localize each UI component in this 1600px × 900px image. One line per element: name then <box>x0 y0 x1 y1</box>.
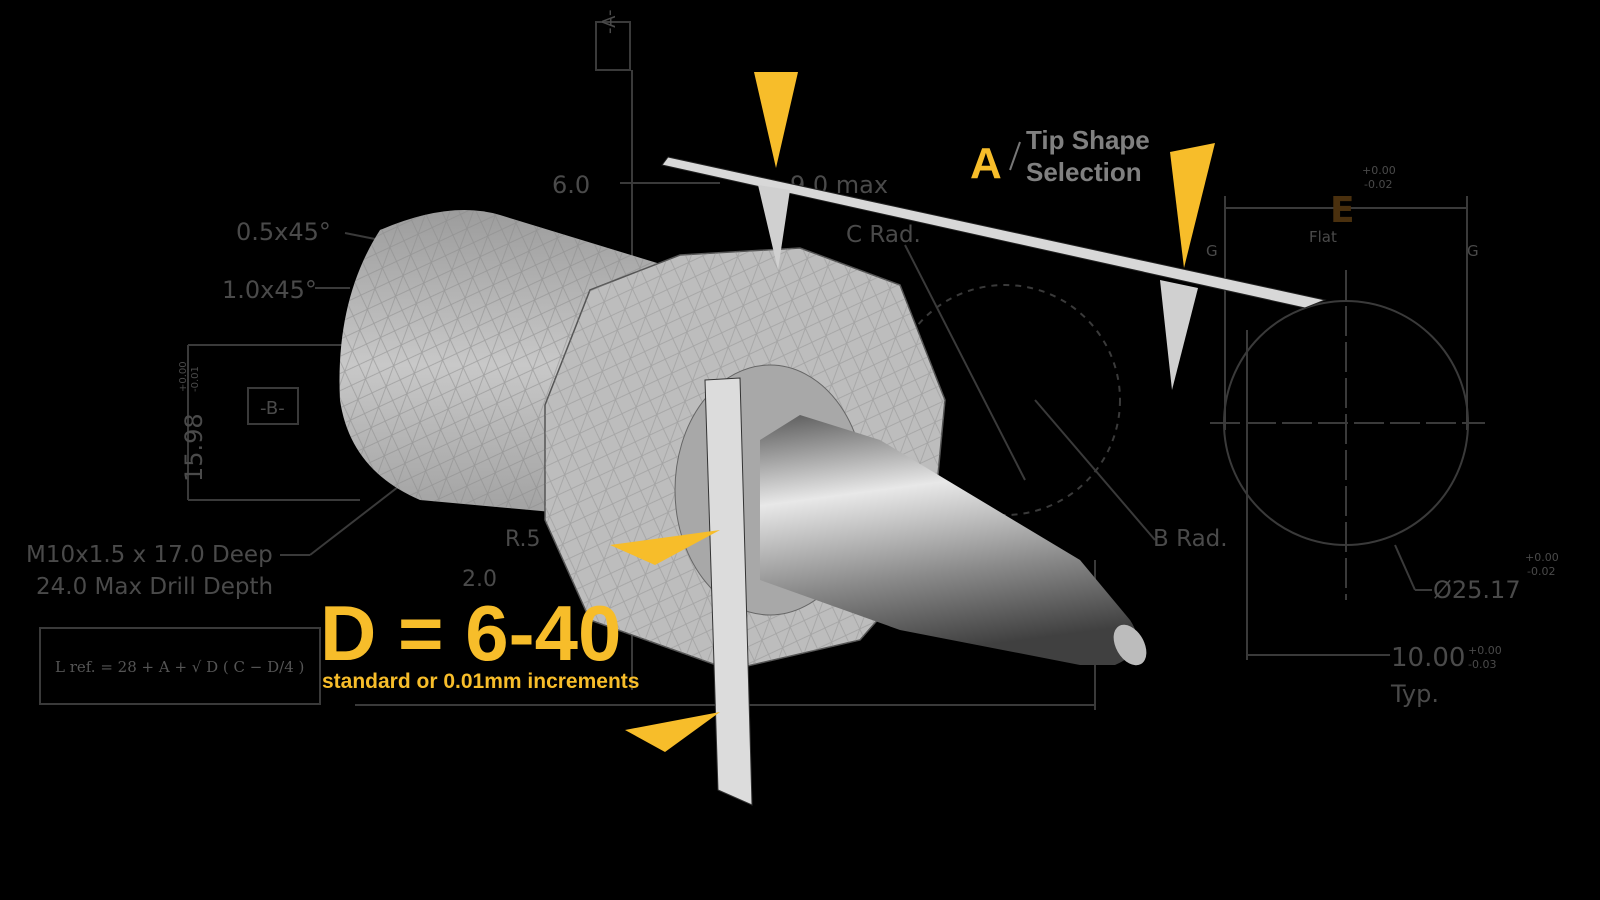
diameter-tol-upper: +0.00 <box>1525 551 1559 564</box>
tip-cone <box>760 415 1138 665</box>
radius-note: R.5 <box>505 527 541 552</box>
callout-a-text-2: Selection <box>1026 157 1142 187</box>
diameter-tol-lower: -0.02 <box>1527 565 1555 578</box>
dim-10-tol-upper: +0.00 <box>1468 644 1502 657</box>
tip-shape-strip <box>661 156 1327 806</box>
typ-label: Typ. <box>1390 680 1439 708</box>
b-rad-label: B Rad. <box>1153 526 1228 552</box>
pointer-top-2 <box>1170 143 1215 268</box>
diameter-label: Ø25.17 <box>1433 576 1521 604</box>
e-tol-upper: +0.00 <box>1362 164 1396 177</box>
callout-a-text-1: Tip Shape <box>1026 125 1150 155</box>
thread-note-line2: 24.0 Max Drill Depth <box>36 574 273 600</box>
thread-note-line1: M10x1.5 x 17.0 Deep <box>26 542 273 568</box>
dim-2-label: 2.0 <box>462 567 497 592</box>
e-label: E <box>1330 190 1355 231</box>
dim-15-98-tol-lower: -0.01 <box>190 366 201 392</box>
pointer-left-2 <box>625 712 720 752</box>
dim-15-98-label: 15.98 <box>180 413 208 482</box>
flat-label: Flat <box>1309 228 1337 246</box>
dim-10-tol-lower: -0.03 <box>1468 658 1496 671</box>
dim-6-label: 6.0 <box>552 171 590 199</box>
datum-b-label: -B- <box>260 398 285 419</box>
g-left-label: G <box>1206 242 1218 260</box>
dim-10-label: 10.00 <box>1391 643 1465 673</box>
chamfer-05-label: 0.5x45° <box>236 218 331 246</box>
dim-15-98-tol-upper: +0.00 <box>178 361 189 392</box>
d-range-subtitle: standard or 0.01mm increments <box>322 670 639 693</box>
chamfer-10-label: 1.0x45° <box>222 276 317 304</box>
callout-a-letter: A <box>970 139 1002 188</box>
datum-a-label: -A- <box>599 9 620 34</box>
pointer-left-1 <box>610 530 720 565</box>
e-tol-lower: -0.02 <box>1364 178 1392 191</box>
d-range-title: D = 6-40 <box>320 589 621 677</box>
length-formula: L ref. = 28 + A + √ D ( C − D/4 ) <box>55 658 304 676</box>
c-rad-label: C Rad. <box>846 222 921 248</box>
tool-3d-model <box>339 210 1147 671</box>
pointer-markers <box>610 72 1215 752</box>
pointer-top-1 <box>754 72 798 168</box>
g-right-label: G <box>1467 242 1479 260</box>
